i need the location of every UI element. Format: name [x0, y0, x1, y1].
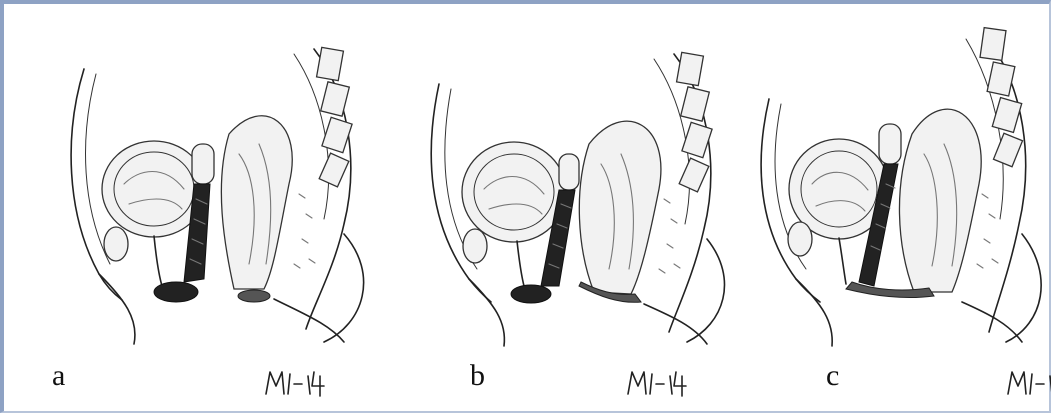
artist-signature-b	[624, 364, 694, 404]
pelvic-sagittal-drawing-b	[409, 24, 739, 354]
artist-signature-c	[1004, 364, 1051, 404]
panel-label-a: a	[52, 361, 65, 391]
pelvic-sagittal-drawing-a	[44, 24, 374, 354]
artist-signature-a	[262, 364, 332, 404]
pelvic-illustration-b	[409, 24, 739, 354]
panel-label-b: b	[470, 361, 485, 391]
panel-label-c: c	[826, 361, 839, 391]
signature-drawing	[262, 364, 332, 404]
signature-drawing	[1004, 364, 1051, 404]
pelvic-sagittal-drawing-c	[734, 24, 1051, 354]
pelvic-illustration-c	[734, 24, 1051, 354]
signature-drawing	[624, 364, 694, 404]
pelvic-illustration-a	[44, 24, 374, 354]
